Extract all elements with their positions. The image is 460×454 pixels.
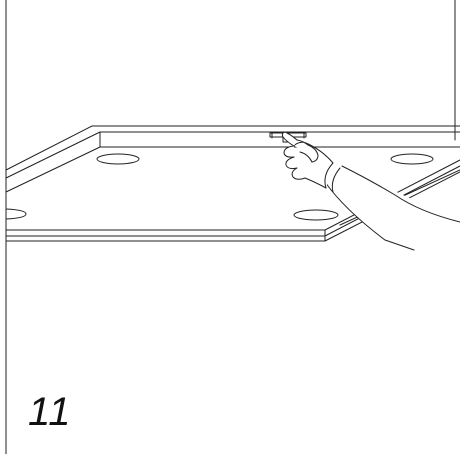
recessed-light-icon xyxy=(96,153,140,165)
recessed-light-icon xyxy=(390,153,434,165)
ceiling-frame xyxy=(5,125,460,179)
room-walls xyxy=(5,0,456,454)
recessed-light-icon xyxy=(293,209,339,221)
recessed-light-icon xyxy=(5,208,27,220)
pointing-hand-icon xyxy=(281,131,460,251)
step-number: 11 xyxy=(28,390,72,434)
recessed-lights xyxy=(5,153,434,221)
